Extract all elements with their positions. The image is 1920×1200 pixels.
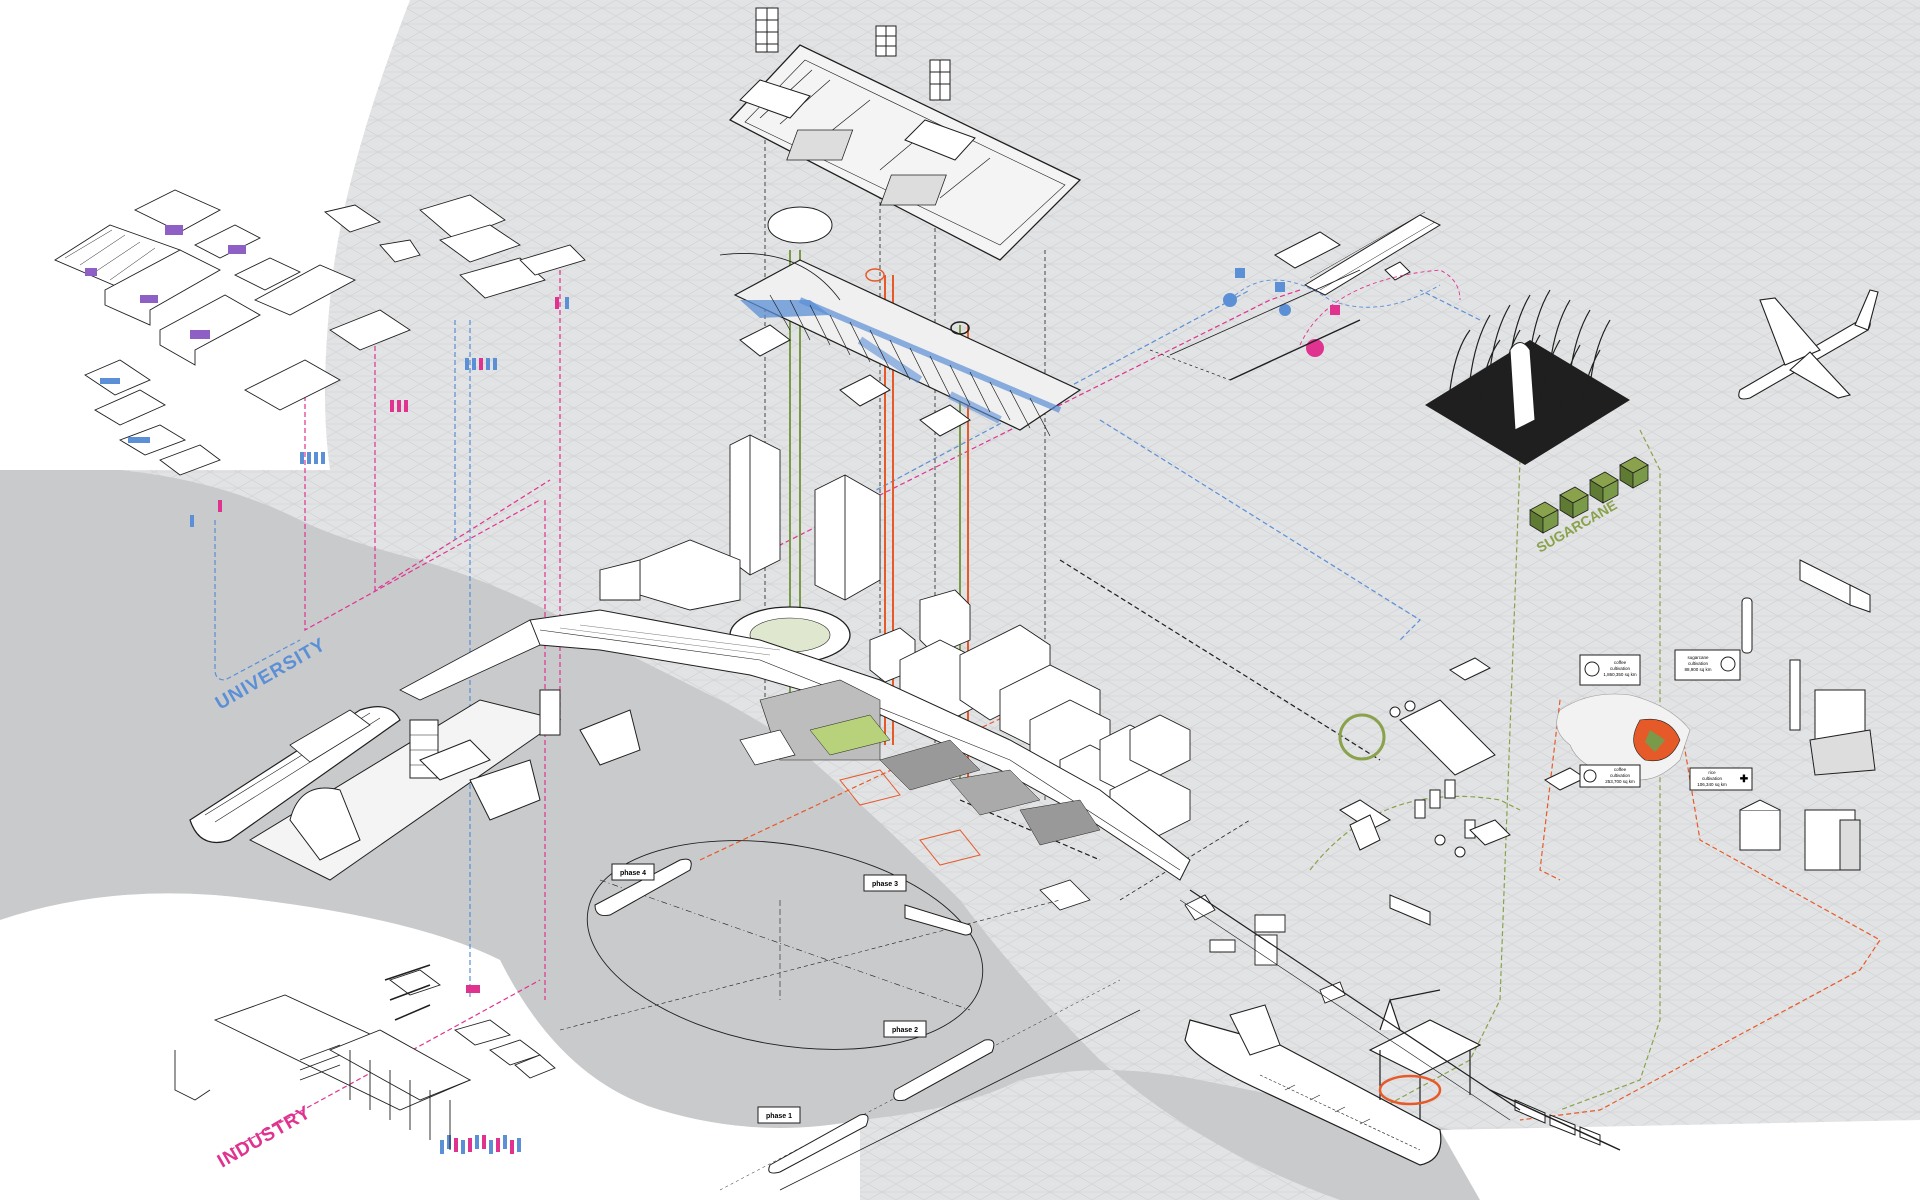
cruise-ship-icon [189, 706, 401, 844]
hub-marker [1338, 713, 1386, 761]
svg-text:coffee: coffee [1614, 660, 1627, 665]
port-rail-line-2 [1179, 899, 1511, 1121]
industry-structures [174, 964, 556, 1150]
sugarcane-field [1425, 289, 1630, 465]
train-icon [1274, 211, 1442, 296]
university-floorplans [54, 189, 586, 476]
sugarcane-cultivation-callout: sugarcane cultivation 88,900 sq km [1674, 649, 1741, 681]
phase-ships [594, 858, 995, 1174]
energy-icon [1720, 656, 1736, 672]
svg-text:coffee: coffee [1614, 767, 1627, 772]
svg-text:phase 3: phase 3 [872, 881, 898, 888]
clock-icon [1583, 769, 1597, 783]
svg-text:88,900 sq km: 88,900 sq km [1684, 667, 1711, 672]
svg-text:cultivation: cultivation [1702, 776, 1723, 781]
coffee-cultivation-callout: coffee cultivation 1,860,350 sq km [1579, 654, 1641, 686]
paper-area-upper-left [0, 0, 410, 470]
middle-platform-level [733, 259, 1082, 437]
phase-1-label: phase 1 [757, 1106, 801, 1124]
svg-text:1,860,350 sq km: 1,860,350 sq km [1603, 672, 1637, 677]
port-highlight-ring [1378, 1074, 1442, 1106]
svg-text:cultivation: cultivation [1610, 773, 1631, 778]
phase-labels: phase 4 phase 3 phase 2 phase 1 [611, 863, 927, 1124]
truck-icon [1389, 559, 1871, 926]
phasing-ring [559, 840, 1141, 1191]
phase-2-label: phase 2 [883, 1020, 927, 1038]
rail-network-nodes [1149, 268, 1461, 381]
port-sheds [1184, 894, 1346, 1004]
freight-train [1489, 1089, 1621, 1151]
cargo-ship-icon [1184, 1004, 1442, 1166]
phase-4-label: phase 4 [611, 863, 655, 881]
logistics-yard [1339, 699, 1511, 858]
airplane-icon [1738, 289, 1879, 400]
paper-area-lower-left [0, 893, 860, 1200]
svg-text:phase 1: phase 1 [766, 1113, 792, 1120]
svg-text:rice: rice [1708, 770, 1716, 775]
people-figures [190, 297, 569, 1154]
cruise-terminal [248, 619, 641, 881]
svg-text:cultivation: cultivation [1610, 666, 1631, 671]
rice-cultivation-callout: ✚ rice cultivation 106,340 sq km [1689, 767, 1753, 791]
coffee-cup-icon [1584, 661, 1600, 677]
orange-link-line [1519, 719, 1881, 1121]
factory-icon [1739, 659, 1876, 871]
secondary-cultivation-callout: coffee cultivation 253,700 sq km [1579, 764, 1641, 788]
svg-text:phase 4: phase 4 [620, 870, 646, 877]
pink-link-line [304, 380, 541, 632]
svg-text:sugarcane: sugarcane [1687, 655, 1709, 660]
paper-area-lower-right [1440, 1120, 1920, 1200]
sugarcane-crates [1529, 456, 1649, 534]
upper-station-deck [728, 44, 1082, 261]
phase-3-label: phase 3 [863, 874, 907, 892]
waterfront-linear-pier [529, 609, 1191, 911]
port-rail-line [1189, 889, 1521, 1111]
silo-tank [1741, 597, 1753, 654]
svg-text:phase 2: phase 2 [892, 1027, 918, 1034]
ramp-loop [767, 206, 833, 244]
svg-text:cultivation: cultivation [1688, 661, 1709, 666]
plus-icon: ✚ [1740, 774, 1749, 785]
svg-text:106,340 sq km: 106,340 sq km [1697, 782, 1727, 787]
top-towers [755, 7, 951, 101]
coffee-map [1556, 693, 1691, 781]
crane-icon [1368, 989, 1482, 1120]
svg-text:253,700 sq km: 253,700 sq km [1605, 779, 1635, 784]
